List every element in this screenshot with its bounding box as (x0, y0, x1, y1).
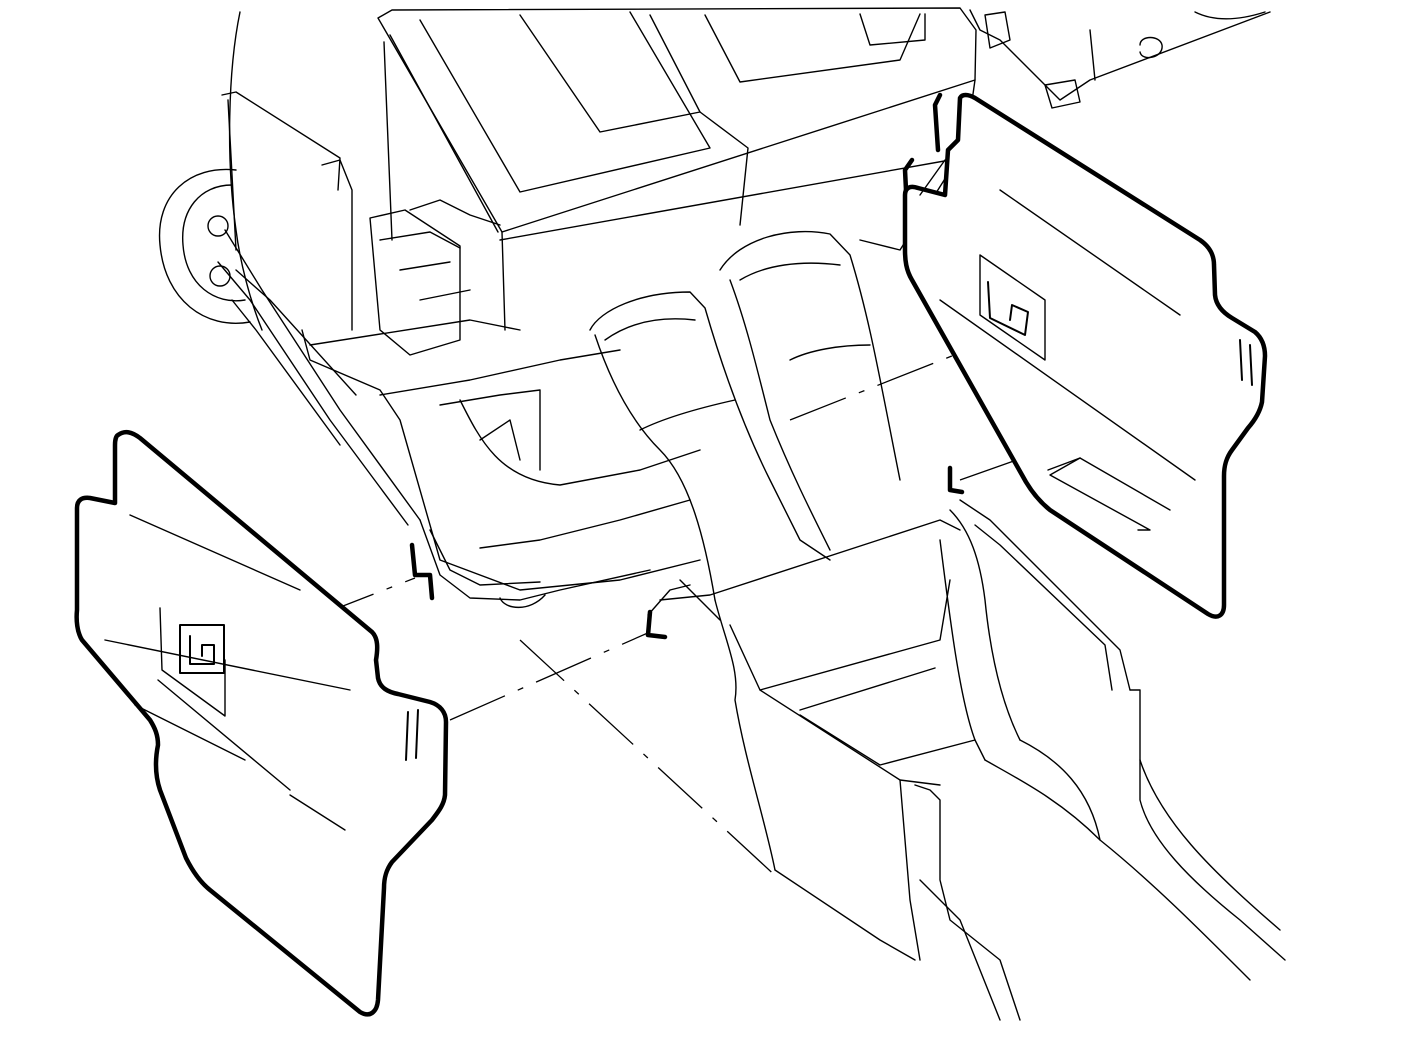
floor-duct (647, 499, 1286, 1021)
clip-left-upper (409, 542, 435, 601)
refrigerant-pipes (217, 229, 421, 526)
left-panel-fastener-slot (179, 624, 225, 674)
hvac-housing (158, 7, 977, 609)
clip-right-upper (902, 92, 943, 193)
insulator-panel-right (902, 92, 1268, 619)
center-ducts (589, 154, 961, 601)
upper-right-bracket (969, 9, 1271, 109)
blower-port (158, 168, 251, 324)
clip-right-lower (947, 465, 965, 495)
actuator-motor (369, 199, 501, 356)
insulator-panel-left (74, 429, 449, 1017)
clip-left-lower (645, 609, 668, 640)
